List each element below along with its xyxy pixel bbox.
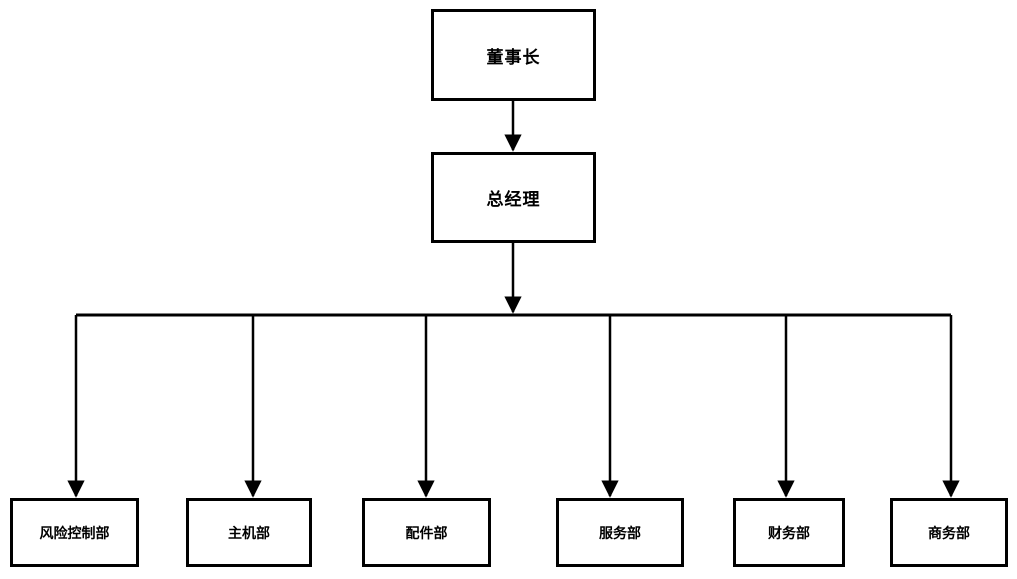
- dept-label: 财务部: [768, 525, 810, 542]
- chairman-box: 董事长: [431, 9, 596, 101]
- dept-box-host: 主机部: [186, 498, 312, 567]
- chairman-label: 董事长: [486, 47, 541, 68]
- dept-label: 商务部: [928, 525, 970, 542]
- dept-box-service: 服务部: [556, 498, 684, 567]
- dept-box-parts: 配件部: [362, 498, 491, 567]
- dept-label: 配件部: [405, 525, 448, 542]
- dept-label: 主机部: [228, 525, 270, 542]
- dept-label: 服务部: [599, 525, 641, 542]
- dept-box-risk-control: 风险控制部: [10, 498, 139, 567]
- dept-box-finance: 财务部: [733, 498, 845, 567]
- dept-box-business: 商务部: [890, 498, 1008, 567]
- general-manager-label: 总经理: [486, 190, 541, 210]
- dept-label: 风险控制部: [39, 525, 110, 542]
- general-manager-box: 总经理: [431, 152, 596, 243]
